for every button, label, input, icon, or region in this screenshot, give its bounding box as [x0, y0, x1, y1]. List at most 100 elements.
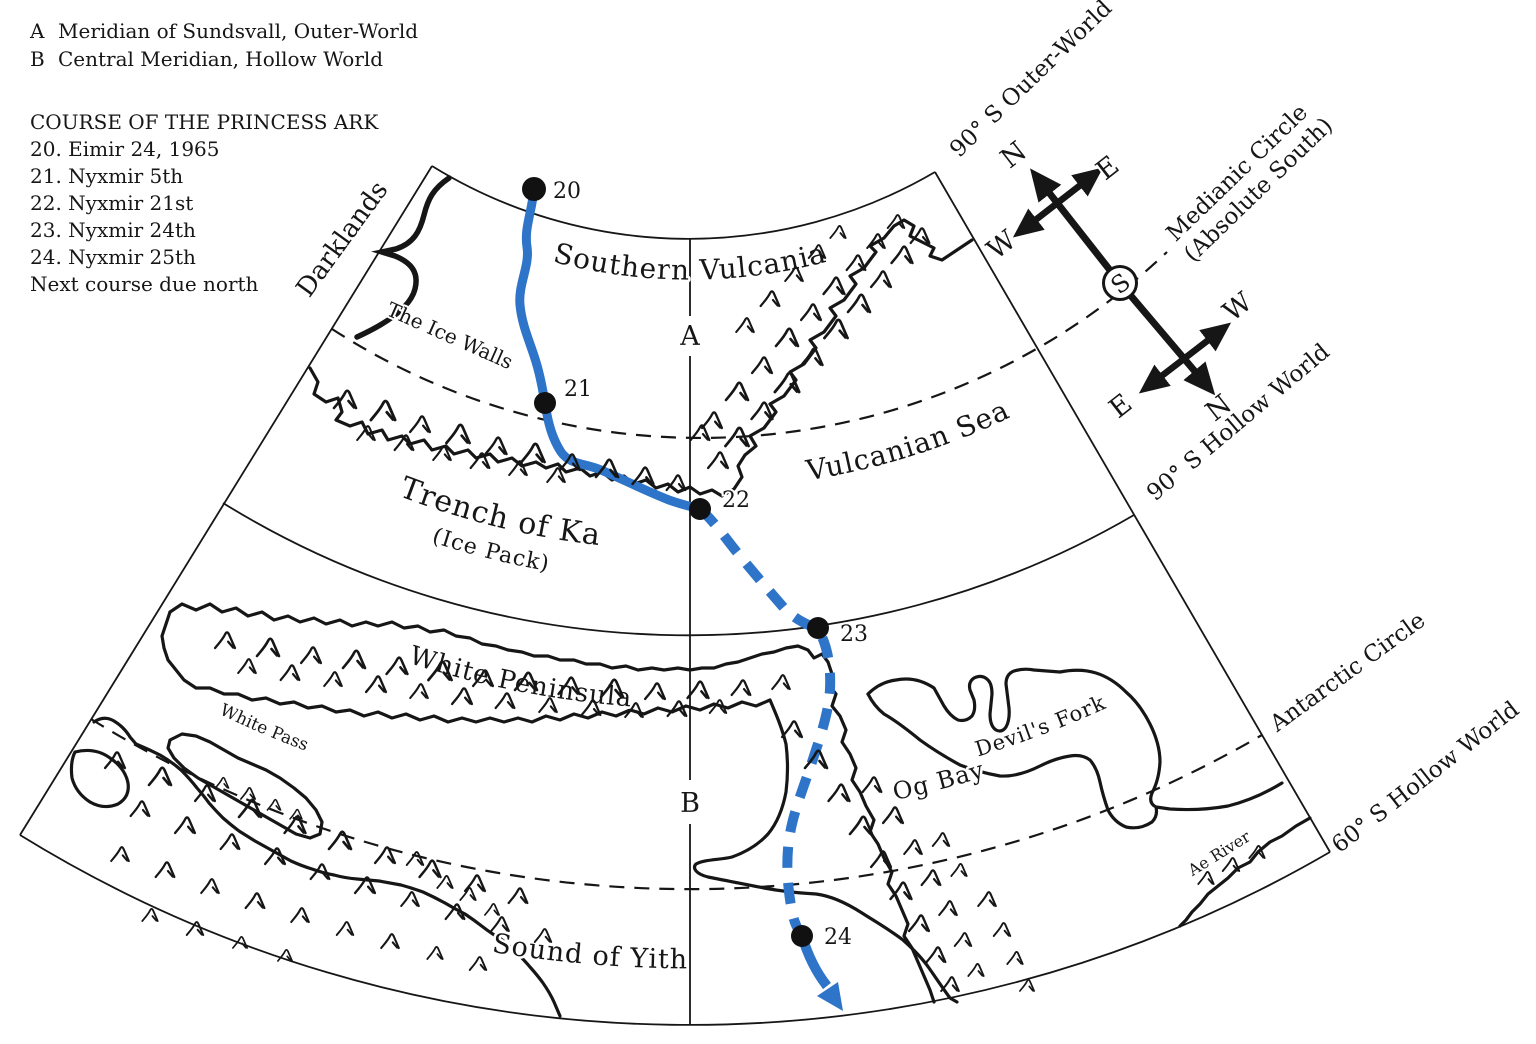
- mountain-peak-icon: [405, 851, 425, 866]
- compass-lower-e: E: [1103, 388, 1138, 425]
- mountain-peak-icon: [931, 832, 951, 847]
- mountain-peak-icon: [940, 976, 960, 993]
- legend-entry-20: 20. Eimir 24, 1965: [30, 137, 220, 161]
- mountain-peak-icon: [147, 766, 173, 787]
- mountain-peak-icon: [323, 671, 343, 688]
- label-ae-river: Ae River: [1184, 827, 1254, 881]
- mountain-peak-icon: [335, 921, 355, 936]
- coast-devils-fork-north: [866, 667, 1284, 812]
- mountain-peak-icon: [861, 776, 883, 794]
- coast-white-peninsula-north: [168, 602, 936, 1004]
- label-white-pass: White Pass: [217, 700, 311, 755]
- label-medianic-circle: Medianic Circle (Absolute South): [1161, 93, 1339, 267]
- compass-upper-w: W: [981, 224, 1022, 266]
- mountain-peak-icon: [967, 963, 985, 977]
- mountain-peak-icon: [735, 317, 755, 334]
- label-antarctic-circle: Antarctic Circle: [1265, 607, 1431, 737]
- legend-key-b-text: Central Meridian, Hollow World: [58, 47, 383, 71]
- mountain-peak-icon: [848, 815, 874, 836]
- compass-lower-w: W: [1217, 286, 1258, 328]
- mountain-peak-icon: [507, 887, 529, 905]
- mountain-peak-icon: [400, 891, 420, 908]
- legend: A Meridian of Sundsvall, Outer-World B C…: [29, 19, 418, 296]
- island-white-pass: [166, 732, 324, 840]
- dashed-circles: [90, 251, 1263, 891]
- compass-upper-e: E: [1090, 150, 1125, 187]
- mountain-peak-icon: [468, 956, 488, 971]
- mountain-peak-icon: [759, 290, 781, 308]
- mountain-peak-icon: [869, 850, 893, 869]
- mountain-peak-icon: [385, 656, 409, 676]
- darklands-brace: [354, 175, 452, 340]
- legend-entry-22: 22. Nyxmir 21st: [30, 191, 193, 215]
- right-edge: [934, 171, 1331, 853]
- station-dot-20: [522, 177, 546, 201]
- mountain-peak-icon: [484, 436, 508, 456]
- station-dot-23: [807, 617, 829, 639]
- mountain-peak-icon: [920, 869, 942, 887]
- mountain-peak-icon: [953, 932, 973, 947]
- mountain-peak-icon: [244, 892, 266, 910]
- legend-key-b-letter: B: [30, 47, 45, 71]
- mountain-peak-icon: [219, 833, 241, 851]
- mid-arc-antarctic-boundary: [222, 502, 1135, 637]
- mountain-peak-icon: [185, 921, 205, 936]
- legend-entry-24: 24. Nyxmir 25th: [30, 245, 196, 269]
- route-dashed-22-24: [696, 505, 836, 939]
- mountain-peak-icon: [341, 649, 367, 670]
- mountain-peak-icon: [129, 800, 151, 818]
- mountain-peak-icon: [213, 631, 237, 650]
- mountain-peak-icon: [774, 327, 800, 348]
- station-dot-22: [689, 498, 711, 520]
- legend-entry-23: 23. Nyxmir 24th: [30, 218, 196, 242]
- mountain-peak-icon: [700, 411, 724, 430]
- label-trench-of-ka: Trench of Ka: [395, 470, 603, 553]
- mountain-peak-icon: [846, 293, 872, 314]
- label-60s-hollow-world: 60° S Hollow World: [1327, 696, 1524, 858]
- mountain-peak-icon: [240, 786, 256, 800]
- compass-upper-n: N: [995, 136, 1033, 175]
- station-label-24: 24: [824, 925, 852, 950]
- coast-vulcania-east: [743, 218, 974, 457]
- label-sound-of-yith: Sound of Yith: [490, 928, 688, 975]
- station-label-22: 22: [722, 488, 750, 513]
- princess-ark-route: [515, 184, 836, 990]
- mountain-peak-icon: [237, 658, 257, 675]
- mountain-peak-icon: [724, 381, 750, 402]
- mountain-peak-icon: [845, 254, 867, 272]
- mountain-peak-icon: [750, 356, 774, 375]
- compass-rose: [1012, 167, 1232, 396]
- mountain-peak-icon: [780, 720, 804, 739]
- coast-arm-west: [692, 698, 959, 1004]
- label-90s-outer-world: 90° S Outer-World: [945, 0, 1117, 163]
- station-dot-24: [791, 925, 813, 947]
- mountain-peak-icon: [200, 878, 220, 895]
- mountain-peak-icon: [110, 846, 130, 863]
- mountain-peak-icon: [299, 646, 323, 665]
- wedge-frame: [19, 165, 1331, 1026]
- compass-cross-upper: [1012, 167, 1104, 238]
- mountain-peak-icon: [881, 806, 905, 825]
- compass-axis-upper: [1030, 168, 1124, 287]
- mountain-peak-icon: [263, 847, 287, 866]
- coast-devils-fork-south: [866, 692, 1159, 830]
- mountain-peak-icon: [938, 900, 958, 917]
- coast-white-peninsula-south: [160, 610, 772, 724]
- mountain-peak-icon: [890, 245, 914, 265]
- label-darklands: Darklands: [291, 176, 395, 303]
- mountain-peak-icon: [255, 637, 281, 658]
- mountain-peak-icon: [426, 946, 444, 960]
- mountain-peak-icon: [173, 816, 197, 835]
- mountain-peak-icon: [771, 674, 791, 691]
- label-vulcanian-sea: Vulcanian Sea: [803, 393, 1015, 487]
- coast-ae-river: [1178, 816, 1312, 928]
- medianic-circle-dashed: [331, 251, 1168, 440]
- mountain-peak-icon: [925, 946, 947, 964]
- mountain-peak-icon: [484, 902, 500, 916]
- mountain-peak-icon: [665, 474, 687, 492]
- legend-course-title: COURSE OF THE PRINCESS ARK: [30, 110, 379, 134]
- mountain-peak-icon: [364, 675, 388, 694]
- label-90s-hollow-world: 90° S Hollow World: [1142, 339, 1335, 507]
- mountain-peak-icon: [730, 679, 752, 697]
- mountain-peak-icon: [409, 683, 429, 700]
